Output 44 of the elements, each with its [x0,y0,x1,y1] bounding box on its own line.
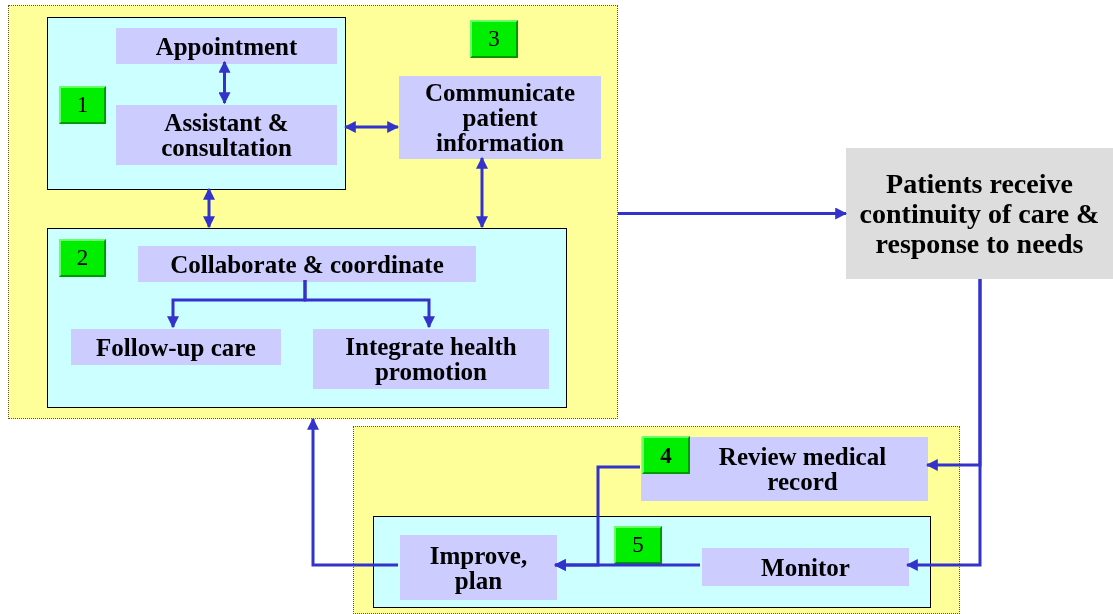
arrow [553,465,640,571]
process-box [116,105,337,165]
process-box [702,548,909,586]
box-label: Patients receive continuity of care & response to needs [858,168,1101,259]
step-number-badge [470,20,518,58]
step-number: 5 [632,530,644,559]
step-number: 1 [76,90,89,119]
group-box [373,516,931,608]
arrow [218,60,231,105]
step-number-badge [59,86,106,124]
arrow [343,121,400,133]
arrow [476,156,488,229]
step-number-badge [59,239,106,277]
box-label: Improve, plan [428,542,529,593]
process-box [400,535,557,600]
process-box [71,329,281,365]
step-number: 2 [76,243,89,272]
step-number-badge [642,436,690,474]
arrow [618,207,848,220]
step-number-badge [614,526,662,564]
panel [8,5,618,419]
box-label: Appointment [155,33,298,59]
box-label: Follow-up care [96,334,256,360]
box-label: Review medical record [717,444,888,494]
group-box [47,228,567,408]
process-box [138,246,476,282]
arrow [203,187,215,229]
process-box [399,76,601,159]
outcome-box [846,148,1113,279]
arrow [307,417,398,567]
arrow [905,279,982,571]
box-label: Assistant & consultation [160,110,293,160]
process-box [313,329,549,389]
panel [353,426,960,614]
box-label: Monitor [761,554,850,580]
process-box [641,437,928,501]
arrow [303,280,435,329]
box-label: Collaborate & coordinate [170,251,444,277]
step-number: 3 [488,24,500,53]
box-label: Integrate health promotion [344,334,518,384]
step-number: 4 [660,442,672,468]
group-box [47,17,346,190]
box-label: Communicate patient information [424,80,576,155]
process-box [116,28,337,64]
